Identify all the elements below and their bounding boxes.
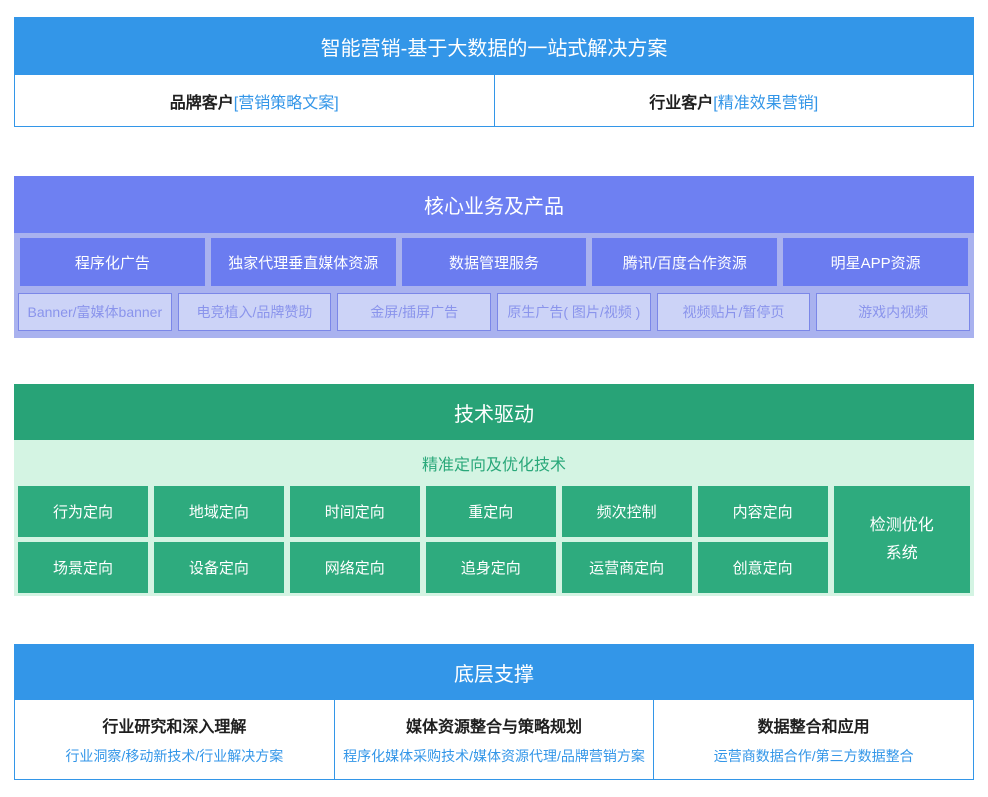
core-product-block: 独家代理垂直媒体资源 bbox=[210, 238, 396, 286]
core-business-title: 核心业务及产品 bbox=[14, 176, 974, 233]
targeting-cell: 运营商定向 bbox=[561, 542, 692, 593]
core-business-section: 核心业务及产品 程序化广告 独家代理垂直媒体资源 数据管理服务 腾讯/百度合作资… bbox=[14, 176, 974, 338]
core-product-block: 数据管理服务 bbox=[401, 238, 587, 286]
ad-format-cell: 原生广告( 图片/视频 ) bbox=[497, 293, 651, 331]
foundation-column-subtitle: 程序化媒体采购技术/媒体资源代理/品牌营销方案 bbox=[343, 748, 645, 764]
foundation-title: 底层支撑 bbox=[14, 644, 974, 700]
foundation-column-subtitle: 运营商数据合作/第三方数据整合 bbox=[713, 748, 914, 764]
targeting-cell: 行为定向 bbox=[18, 486, 148, 537]
core-secondary-row: Banner/富媒体banner 电竞植入/品牌赞助 金屏/插屏广告 原生广告(… bbox=[14, 286, 974, 331]
foundation-section: 底层支撑 行业研究和深入理解 行业洞察/移动新技术/行业解决方案 媒体资源整合与… bbox=[14, 644, 974, 780]
foundation-column-title: 媒体资源整合与策略规划 bbox=[406, 719, 583, 736]
ad-format-cell: 电竞植入/品牌赞助 bbox=[177, 293, 332, 331]
targeting-cell: 网络定向 bbox=[289, 542, 420, 593]
foundation-column-title: 数据整合和应用 bbox=[757, 719, 870, 736]
ad-format-cell: Banner/富媒体banner bbox=[18, 293, 172, 331]
foundation-row: 行业研究和深入理解 行业洞察/移动新技术/行业解决方案 媒体资源整合与策略规划 … bbox=[14, 700, 974, 780]
targeting-cell: 创意定向 bbox=[697, 542, 828, 593]
core-product-block: 程序化广告 bbox=[20, 238, 205, 286]
core-product-block: 明星APP资源 bbox=[783, 238, 968, 286]
targeting-cell: 时间定向 bbox=[289, 486, 420, 537]
main-title: 智能营销-基于大数据的一站式解决方案 bbox=[14, 17, 974, 75]
monitoring-optimization-cell: 检测优化 系统 bbox=[833, 486, 970, 593]
foundation-column-subtitle: 行业洞察/移动新技术/行业解决方案 bbox=[65, 748, 284, 764]
targeting-cell: 内容定向 bbox=[697, 486, 828, 537]
ad-format-cell: 视频贴片/暂停页 bbox=[656, 293, 811, 331]
targeting-cell: 设备定向 bbox=[153, 542, 284, 593]
foundation-column-title: 行业研究和深入理解 bbox=[102, 719, 247, 736]
technology-title: 技术驱动 bbox=[14, 384, 974, 440]
foundation-column-data: 数据整合和应用 运营商数据合作/第三方数据整合 bbox=[653, 700, 973, 779]
foundation-column-media: 媒体资源整合与策略规划 程序化媒体采购技术/媒体资源代理/品牌营销方案 bbox=[333, 700, 654, 779]
targeting-cell: 频次控制 bbox=[561, 486, 692, 537]
ad-format-cell: 游戏内视频 bbox=[816, 293, 970, 331]
brand-client-tag: [营销策略文案] bbox=[233, 94, 339, 112]
targeting-cell: 地域定向 bbox=[153, 486, 284, 537]
client-row: 品牌客户 [营销策略文案] 行业客户 [精准效果营销] bbox=[14, 75, 974, 127]
industry-client-tag: [精准效果营销] bbox=[713, 94, 819, 112]
targeting-grid: 行为定向 地域定向 时间定向 重定向 频次控制 内容定向 检测优化 系统 场景定… bbox=[14, 486, 974, 593]
brand-client-cell: 品牌客户 [营销策略文案] bbox=[15, 75, 494, 126]
targeting-cell: 重定向 bbox=[425, 486, 556, 537]
solution-section: 智能营销-基于大数据的一站式解决方案 品牌客户 [营销策略文案] 行业客户 [精… bbox=[14, 17, 974, 127]
industry-client-cell: 行业客户 [精准效果营销] bbox=[493, 75, 973, 126]
targeting-cell: 追身定向 bbox=[425, 542, 556, 593]
targeting-cell: 场景定向 bbox=[18, 542, 148, 593]
core-product-block: 腾讯/百度合作资源 bbox=[592, 238, 778, 286]
foundation-column-research: 行业研究和深入理解 行业洞察/移动新技术/行业解决方案 bbox=[15, 700, 334, 779]
ad-format-cell: 金屏/插屏广告 bbox=[337, 293, 491, 331]
brand-client-label: 品牌客户 bbox=[169, 94, 234, 112]
core-primary-row: 程序化广告 独家代理垂直媒体资源 数据管理服务 腾讯/百度合作资源 明星APP资… bbox=[14, 233, 974, 286]
industry-client-label: 行业客户 bbox=[649, 94, 714, 112]
technology-subtitle: 精准定向及优化技术 bbox=[421, 457, 566, 474]
technology-section: 技术驱动 精准定向及优化技术 行为定向 地域定向 时间定向 重定向 频次控制 内… bbox=[14, 384, 974, 596]
